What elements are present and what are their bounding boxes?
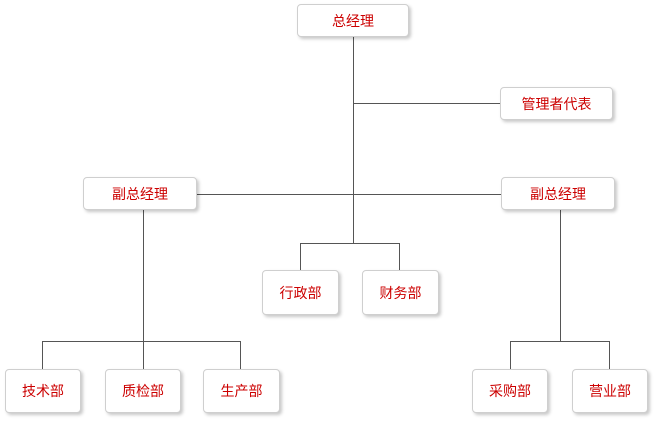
connector-tech [42,341,43,369]
connector-management-rep [353,103,500,104]
node-vp-left: 副总经理 [83,177,197,210]
node-management-rep: 管理者代表 [500,87,613,120]
node-tech: 技术部 [5,369,81,413]
node-finance: 财务部 [362,270,439,315]
connector-finance [399,243,400,270]
node-sales: 营业部 [572,369,648,413]
node-purchasing: 采购部 [472,369,548,413]
node-quality: 质检部 [105,369,181,413]
connector-sales [609,341,610,369]
connector-purchasing [510,341,511,369]
connector-center-bar [300,243,400,244]
node-admin: 行政部 [262,270,339,315]
node-production: 生产部 [203,369,280,413]
connector-quality [143,341,144,369]
connector-admin [300,243,301,270]
connector-ceo-trunk [353,37,354,243]
connector-vp-bar [197,194,501,195]
node-ceo: 总经理 [297,4,409,37]
connector-vp-right-trunk [560,210,561,342]
connector-production [240,341,241,369]
connector-right-bar [510,341,610,342]
connector-left-bar [42,341,241,342]
node-vp-right: 副总经理 [501,177,615,210]
connector-vp-left-trunk [143,210,144,342]
